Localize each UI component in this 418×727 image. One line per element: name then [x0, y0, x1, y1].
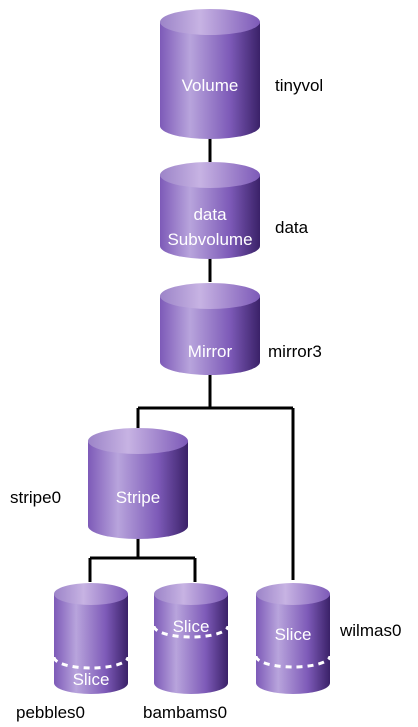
cylinder-top [160, 162, 260, 188]
cylinder-top [154, 583, 228, 605]
volume-cylinder: Volume [160, 9, 260, 139]
stripe-name-label: stripe0 [10, 488, 61, 507]
cylinder-top [88, 428, 188, 454]
volume-name-label: tinyvol [275, 76, 323, 95]
cylinder-top [160, 9, 260, 35]
cylinder-body [160, 175, 260, 259]
cylinder-body [54, 594, 128, 694]
mirror-cylinder: Mirror [160, 283, 260, 375]
cylinder-body [88, 441, 188, 539]
subvolume-label-line2: Subvolume [167, 230, 252, 249]
slice-pebbles-name-label: pebbles0 [16, 703, 85, 722]
slice-bambams-type-label: Slice [173, 617, 210, 636]
slice-pebbles-type-label: Slice [73, 670, 110, 689]
cylinder-body [154, 594, 228, 694]
cylinder-top [256, 583, 330, 605]
slice-bambams-cylinder: Slice [152, 583, 230, 694]
subvolume-cylinder: data Subvolume [160, 162, 260, 259]
slice-pebbles-cylinder: Slice [52, 583, 130, 694]
slice-bambams-name-label: bambams0 [143, 703, 227, 722]
slice-wilmas-name-label: wilmas0 [339, 621, 401, 640]
cylinder-body [256, 594, 330, 694]
mirror-type-label: Mirror [188, 342, 233, 361]
subvolume-name-label: data [275, 218, 309, 237]
cylinder-body [160, 296, 260, 375]
volume-type-label: Volume [182, 76, 239, 95]
subvolume-label-line1: data [193, 205, 227, 224]
stripe-type-label: Stripe [116, 488, 160, 507]
connectors [88, 136, 295, 582]
mirror-name-label: mirror3 [268, 342, 322, 361]
stripe-cylinder: Stripe [88, 428, 188, 539]
slice-wilmas-type-label: Slice [275, 625, 312, 644]
cylinder-top [54, 583, 128, 605]
slice-wilmas-cylinder: Slice [254, 583, 332, 694]
cylinder-top [160, 283, 260, 309]
cylinder-body [160, 22, 260, 139]
